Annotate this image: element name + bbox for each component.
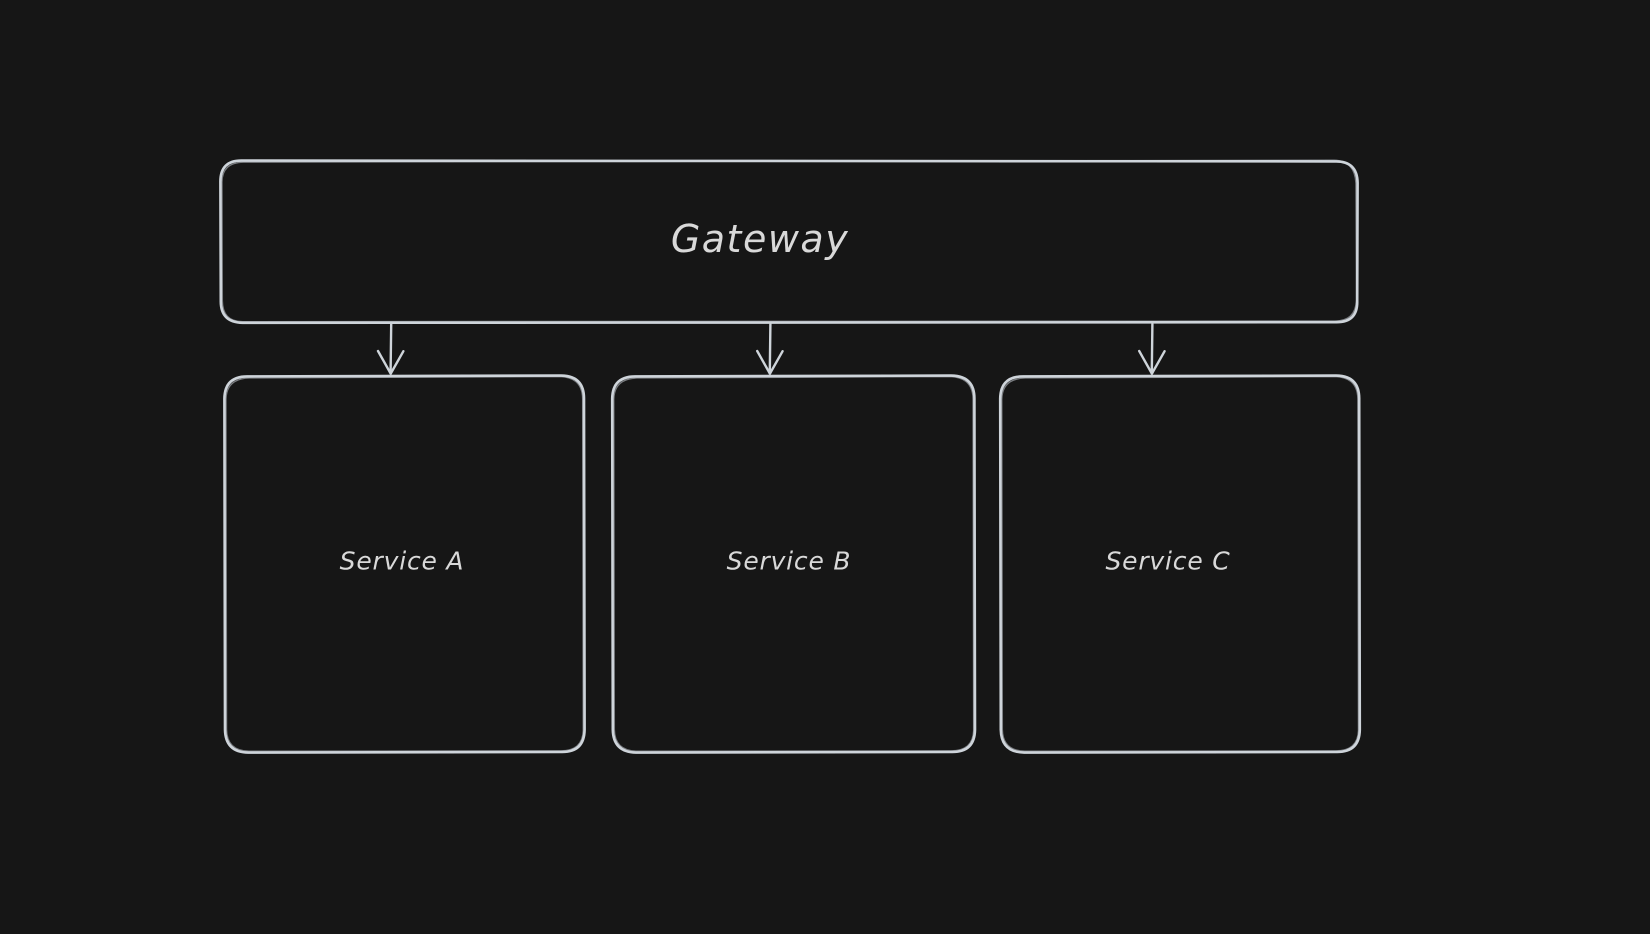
node-service-b[interactable] (612, 376, 975, 753)
node-shape-service-a[interactable] (223, 374, 586, 754)
edge-gateway-to-service-b[interactable] (756, 322, 784, 375)
edge-gateway-to-service-a[interactable] (376, 322, 405, 375)
node-shape-service-b[interactable] (610, 374, 977, 754)
node-label-service-a: Service A (339, 546, 465, 576)
node-label-service-b: Service B (726, 546, 852, 576)
node-shape-service-c[interactable] (998, 374, 1362, 754)
edge-gateway-to-service-c[interactable] (1138, 322, 1166, 375)
node-shape-gateway[interactable] (219, 159, 1359, 325)
node-service-c[interactable] (1000, 376, 1360, 753)
node-gateway[interactable] (220, 160, 1358, 323)
node-label-gateway: Gateway (670, 217, 850, 261)
node-service-a[interactable] (224, 376, 585, 753)
node-label-service-c: Service C (1105, 546, 1231, 576)
